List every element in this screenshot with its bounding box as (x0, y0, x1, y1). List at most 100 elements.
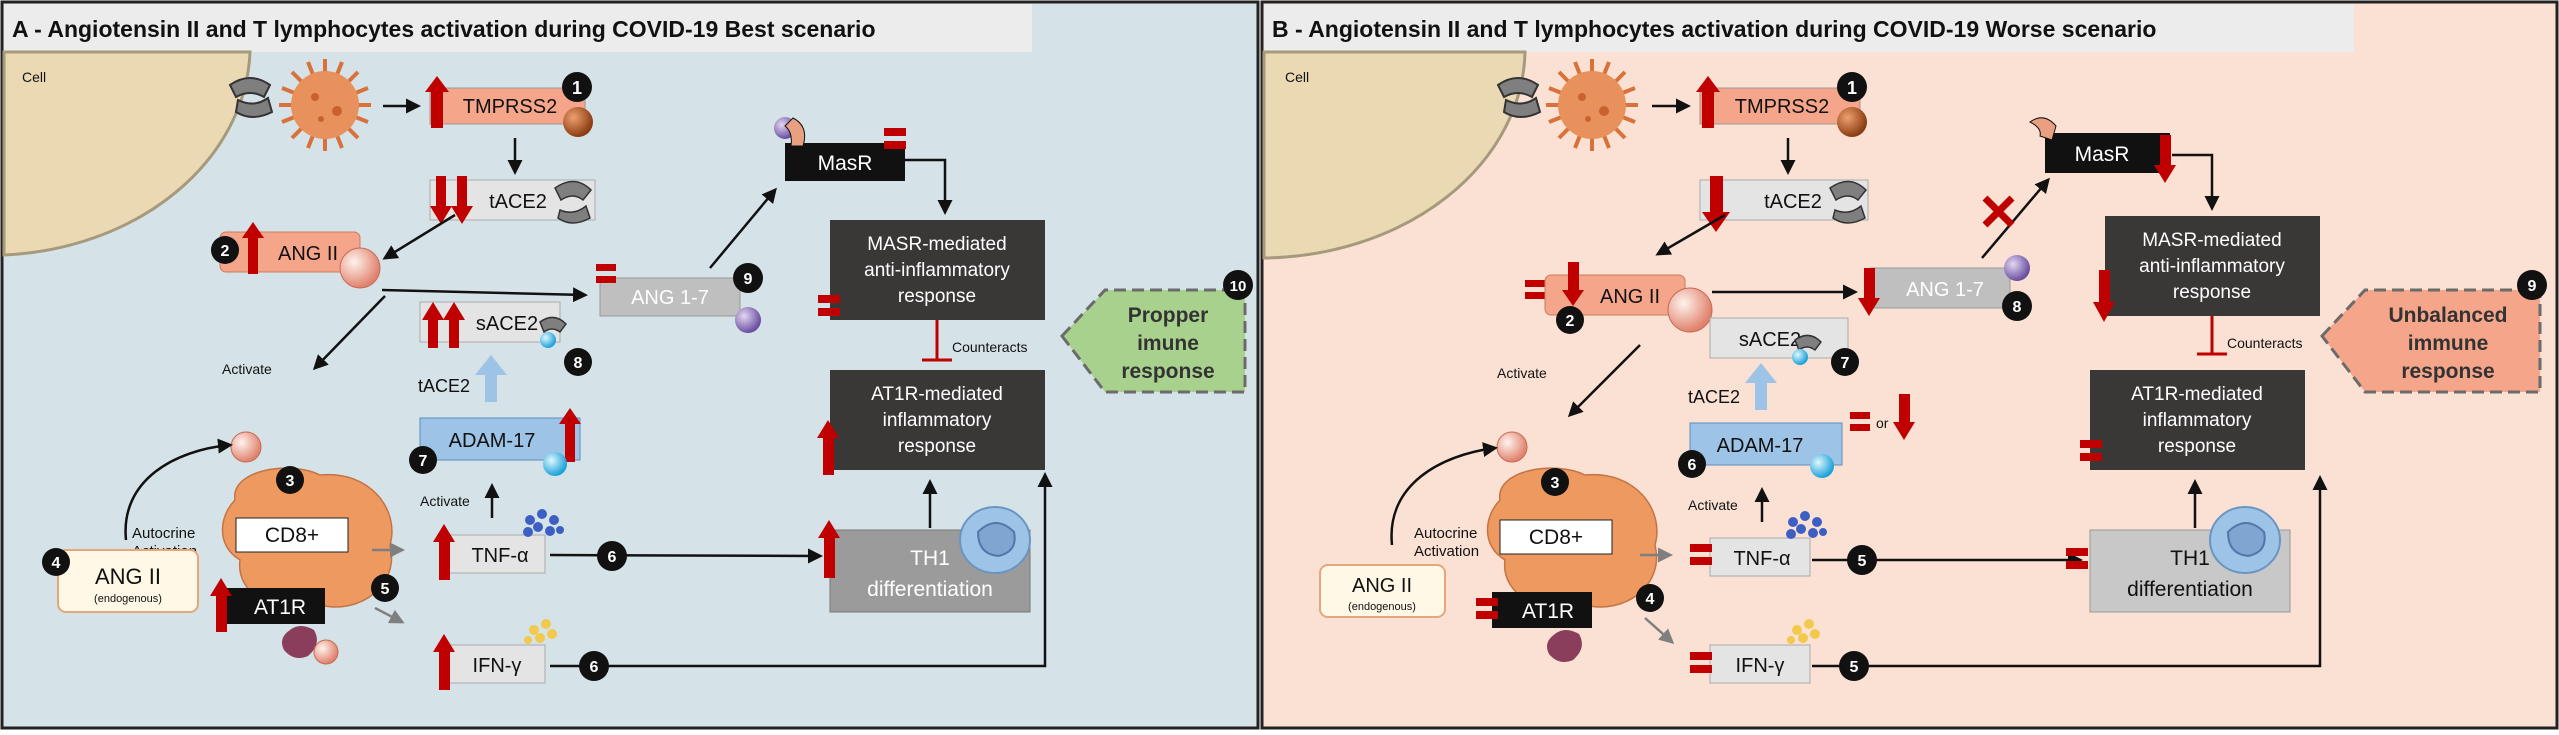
at1r-box (225, 588, 325, 624)
endogenous-label: (endogenous) (1348, 601, 1416, 613)
step-badge-6: 6 (1688, 457, 1697, 474)
at1r-receptor-icon (1547, 630, 1582, 662)
double-down-arrow-icon (430, 176, 473, 224)
ifn-cytokine-icon (1787, 619, 1820, 644)
masr-label: MasR (818, 152, 873, 175)
ace2-receptor-icon (1496, 77, 1542, 118)
down-arrow-icon (2154, 165, 2176, 183)
adam17-label: ADAM-17 (449, 430, 536, 452)
ang2-molecule-icon-small (1496, 431, 1528, 463)
immune-response-badge (1060, 288, 1247, 394)
ifn-cytokine-icon (524, 619, 557, 644)
ace2-cleaved-icon (554, 180, 593, 224)
masr-response-box (2105, 216, 2320, 316)
immune-response-line-3: response (1121, 360, 1214, 383)
tnf-label: TNF-α (471, 545, 528, 567)
at1r-label: AT1R (254, 596, 306, 619)
immune-response-line-3: response (2401, 360, 2494, 383)
th1-line-1: TH1 (2170, 547, 2210, 570)
ang17-box (599, 277, 741, 317)
step-badge-2: 2 (1566, 313, 1575, 330)
masr-response-line-3: response (2173, 282, 2251, 303)
ifn-label: IFN-γ (473, 655, 522, 677)
sace2-label: sACE2 (1739, 329, 1801, 351)
autocrine-line-1: Autocrine (1414, 525, 1477, 542)
immune-response-badge (2320, 288, 2542, 394)
autocrine-line-2: Activation (1414, 543, 1479, 560)
masr-response-line-2: anti-inflammatory (864, 260, 1010, 281)
activate-label-2: Activate (420, 493, 470, 509)
immune-response-line-1: Propper (1128, 304, 1209, 327)
masr-ligand-icon (2029, 117, 2057, 141)
tnf-cytokine-icon (523, 509, 564, 537)
tace2-label: tACE2 (1764, 191, 1822, 213)
blocked-x-icon (1982, 195, 2015, 228)
at1r-box (1492, 592, 1592, 628)
tnf-box (1709, 537, 1811, 577)
ang2-label: ANG II (278, 243, 338, 265)
masr-response-line-3: response (898, 286, 976, 307)
equal-marker-icon (1525, 292, 1545, 299)
up-arrow-icon (242, 222, 264, 238)
adam17-label: ADAM-17 (1717, 435, 1804, 457)
activate-label-2: Activate (1688, 497, 1738, 513)
step-badge-6a: 6 (608, 549, 617, 566)
ace2-cleaved-icon (1829, 180, 1868, 224)
step-badge-3: 3 (1551, 475, 1560, 492)
step-badge-4: 4 (52, 555, 61, 572)
th1-cell-icon (2209, 506, 2281, 574)
tmprss2-label: TMPRSS2 (1735, 96, 1829, 118)
cd8-label: CD8+ (1529, 526, 1583, 549)
tmprss2-box (429, 87, 586, 125)
ifn-label: IFN-γ (1736, 655, 1785, 677)
down-arrow-icon (1562, 290, 1584, 306)
up-arrow-icon (433, 524, 455, 542)
step-badge-2: 2 (221, 243, 230, 260)
tace2-label: tACE2 (489, 191, 547, 213)
panel-a-title: A - Angiotensin II and T lymphocytes act… (12, 16, 876, 42)
endogenous-ang2-box (57, 549, 199, 613)
panel-a-title-bar (4, 4, 1032, 52)
ang17-molecule-icon (2004, 255, 2030, 281)
ang17-label: ANG 1-7 (631, 287, 709, 309)
masr-box (2045, 133, 2170, 173)
virus-icon (279, 59, 371, 151)
at1r-response-box (2090, 370, 2305, 470)
or-label-2: or (1876, 415, 1889, 431)
immune-response-line-2: immune (2408, 332, 2489, 355)
equal-marker-icon (1690, 665, 1712, 673)
step-badge-9: 9 (2528, 278, 2537, 295)
step-badge-5: 5 (381, 581, 390, 598)
sace2-box (1709, 317, 1849, 359)
tmprss2-label: TMPRSS2 (463, 96, 557, 118)
equal-marker-icon (2080, 453, 2102, 461)
th1-line-2: differentiation (2127, 578, 2253, 601)
panel-b-title-bar (1264, 4, 2354, 52)
adam17-enzyme-icon (1810, 454, 1834, 478)
ang2-molecule-icon (339, 247, 381, 289)
at1r-response-line-3: response (2158, 436, 2236, 457)
masr-label: MasR (2075, 143, 2130, 166)
equal-marker-icon (1690, 557, 1712, 565)
step-badge-7: 7 (419, 453, 428, 470)
tnf-box (444, 534, 546, 574)
counteracts-label: Counteracts (2227, 335, 2302, 351)
equal-marker-icon (596, 276, 616, 283)
immune-response-line-2: imune (1137, 332, 1199, 355)
double-up-arrow-icon (422, 302, 465, 348)
tmprss2-box (1699, 87, 1861, 125)
equal-marker-icon (818, 308, 840, 316)
down-arrow-icon (1858, 298, 1880, 316)
masr-response-line-1: MASR-mediated (2142, 230, 2281, 251)
at1r-response-line-2: inflammatory (883, 410, 992, 431)
cell-label: Cell (22, 69, 46, 85)
th1-line-2: differentiation (867, 578, 993, 601)
endogenous-ang2-label: ANG II (1352, 575, 1412, 597)
up-arrow-icon (210, 578, 232, 596)
step-badge-7: 7 (1841, 355, 1850, 372)
panel-b-title: B - Angiotensin II and T lymphocytes act… (1272, 16, 2156, 42)
up-arrow-icon (425, 76, 449, 92)
endogenous-ang2-box (1319, 564, 1446, 618)
masr-response-line-2: anti-inflammatory (2139, 256, 2285, 277)
